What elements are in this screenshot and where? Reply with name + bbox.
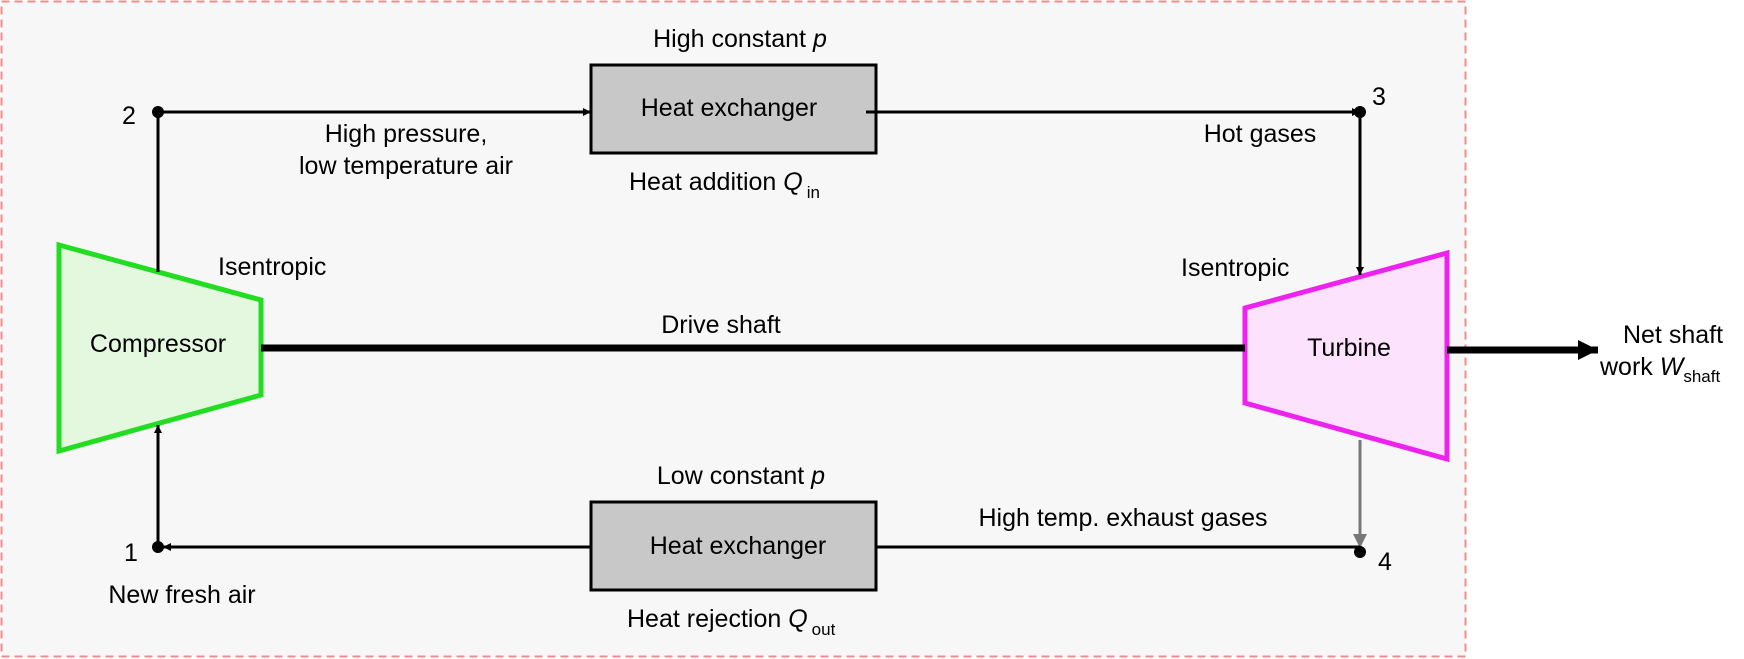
exhaust-gases-label: High temp. exhaust gases <box>978 504 1267 532</box>
state-label-4: 4 <box>1378 548 1392 576</box>
state-point-2 <box>152 106 164 118</box>
state-label-2: 2 <box>122 102 136 130</box>
isentropic-turbine-label: Isentropic <box>1181 254 1289 282</box>
state-label-1: 1 <box>124 539 138 567</box>
low-constant-p-label: Low constant p <box>657 462 825 490</box>
net-shaft-work-label: work Wshaft <box>1599 353 1720 386</box>
state-point-4 <box>1354 546 1366 558</box>
hot-gases-label: Hot gases <box>1204 120 1317 148</box>
turbine-label: Turbine <box>1307 334 1391 362</box>
high-constant-p-label: High constant p <box>653 25 827 53</box>
fresh-air-label: New fresh air <box>108 581 255 609</box>
isentropic-compressor-label: Isentropic <box>218 253 326 281</box>
heat-exchanger-top-label: Heat exchanger <box>641 94 818 122</box>
low-temperature-air-label: low temperature air <box>299 152 513 180</box>
state-label-3: 3 <box>1372 83 1386 111</box>
heat-exchanger-bottom-label: Heat exchanger <box>650 532 827 560</box>
net-shaft-label: Net shaft <box>1623 321 1723 349</box>
high-pressure-label: High pressure, <box>325 120 488 148</box>
state-point-3 <box>1354 106 1366 118</box>
compressor-label: Compressor <box>90 330 226 358</box>
heat-exchanger-top <box>589 63 878 155</box>
drive-shaft-label: Drive shaft <box>661 311 781 339</box>
state-point-1 <box>152 541 164 553</box>
turbine-shape <box>1242 249 1450 463</box>
compressor-shape <box>56 241 264 455</box>
